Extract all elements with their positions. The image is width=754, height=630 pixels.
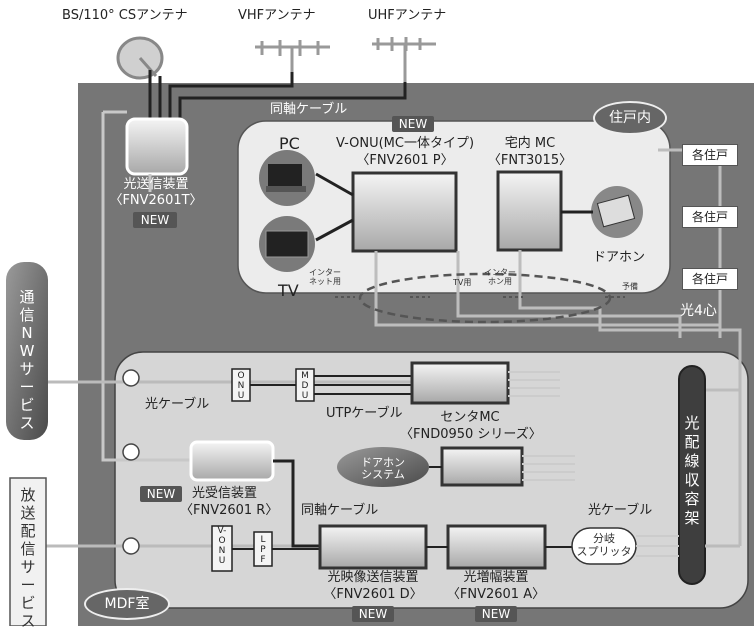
pc-label: PC [279, 134, 300, 153]
video-transmitter-model: 〈FNV2601 D〉 [323, 587, 423, 602]
each-unit-2: 各住戸 [682, 206, 738, 228]
center-mc-name: センタMC [440, 410, 500, 425]
doorphone-system-label-2: システム [361, 468, 405, 481]
optical-receiver-device [189, 440, 275, 482]
fiber-4-core-label: 光4心 [680, 303, 717, 319]
internet-use-label-1: インター [309, 268, 341, 277]
v-onu-model: 〈FNV2601 P〉 [356, 153, 454, 168]
mdu-box-label: MDU [301, 371, 309, 401]
splitter-label-1: 分岐 [593, 532, 615, 545]
fiber-cable-right-label: 光ケーブル [588, 503, 653, 518]
broadcast-service-label: 放送配信サービス [20, 486, 36, 630]
mdf-room-label: MDF室 [84, 588, 170, 620]
doorphone-label: ドアホン [593, 250, 646, 265]
home-mc-model: 〈FNT3015〉 [487, 153, 573, 168]
v-onu-box-label: V-ONU [217, 526, 227, 566]
interphone-use-label-1: インター [484, 268, 516, 277]
onu-box-label: ONU [237, 371, 245, 401]
patch-panel-label: 光配線収容架 [684, 414, 700, 527]
fiber-bundle-ellipse [358, 272, 612, 324]
vhf-antenna-icon [255, 40, 330, 72]
internet-use-label-2: ネット用 [309, 277, 341, 286]
doorphone-system-label-1: ドアホン [361, 456, 405, 469]
video-transmitter-name: 光映像送信装置 [327, 570, 419, 585]
tv-use-label: TV用 [453, 278, 472, 287]
each-unit-3: 各住戸 [682, 268, 738, 290]
amplifier-model: 〈FNV2601 A〉 [446, 587, 546, 602]
optical-transmitter-device [125, 117, 189, 176]
optical-transmitter-name: 光送信装置 [123, 177, 189, 192]
each-unit-1: 各住戸 [682, 144, 738, 166]
coax-bottom-label: 同軸ケーブル [301, 503, 379, 518]
amplifier-name: 光増幅装置 [463, 570, 529, 585]
doorphone-system-device [440, 446, 524, 487]
v-onu-device [351, 171, 458, 253]
video-transmitter-device [318, 524, 428, 570]
broadcast-service-banner [9, 477, 47, 626]
new-badge-video-transmitter: NEW [352, 606, 394, 622]
comm-service-label: 通信NWサービス [19, 288, 35, 432]
uhf-antenna-label: UHFアンテナ [368, 8, 447, 23]
lpf-box-label: LPF [260, 535, 266, 565]
port-3 [122, 537, 140, 555]
spare-label: 予備 [622, 282, 638, 291]
patch-panel [678, 365, 706, 585]
optical-transmitter-model: 〈FNV2601T〉 [109, 193, 203, 208]
fiber-cable-left-label: 光ケーブル [145, 397, 210, 412]
vhf-antenna-label: VHFアンテナ [238, 8, 316, 23]
new-badge-amplifier: NEW [475, 606, 517, 622]
home-mc-device [496, 170, 563, 252]
center-mc-model: 〈FND0950 シリーズ〉 [400, 427, 542, 442]
uhf-antenna-icon [372, 37, 436, 82]
optical-receiver-name: 光受信装置 [192, 486, 258, 501]
center-mc-device [410, 361, 510, 405]
optical-receiver-model: 〈FNV2601 R〉 [180, 503, 279, 518]
new-badge-onu: NEW [392, 116, 434, 132]
home-mc-name: 宅内 MC [504, 136, 556, 151]
amplifier-device [446, 524, 547, 570]
new-badge-receiver: NEW [140, 486, 182, 502]
v-onu-name: V-ONU(MC一体タイプ) [335, 136, 475, 151]
new-badge-transmitter: NEW [133, 212, 177, 228]
doorphone-system-cloud [337, 447, 429, 487]
coax-top-label: 同軸ケーブル [270, 102, 348, 117]
interphone-use-label-2: ホン用 [488, 277, 512, 286]
residence-label: 住戸内 [593, 101, 667, 135]
tv-label: TV [278, 281, 299, 300]
comm-service-cloud [6, 262, 48, 440]
port-1 [122, 369, 140, 387]
splitter-label-2: スプリッタ [576, 545, 632, 558]
bs-cs-antenna-label: BS/110° CSアンテナ [62, 8, 188, 23]
bs-cs-antenna-icon [116, 36, 164, 80]
port-2 [122, 443, 140, 461]
utp-cable-label: UTPケーブル [326, 406, 403, 421]
